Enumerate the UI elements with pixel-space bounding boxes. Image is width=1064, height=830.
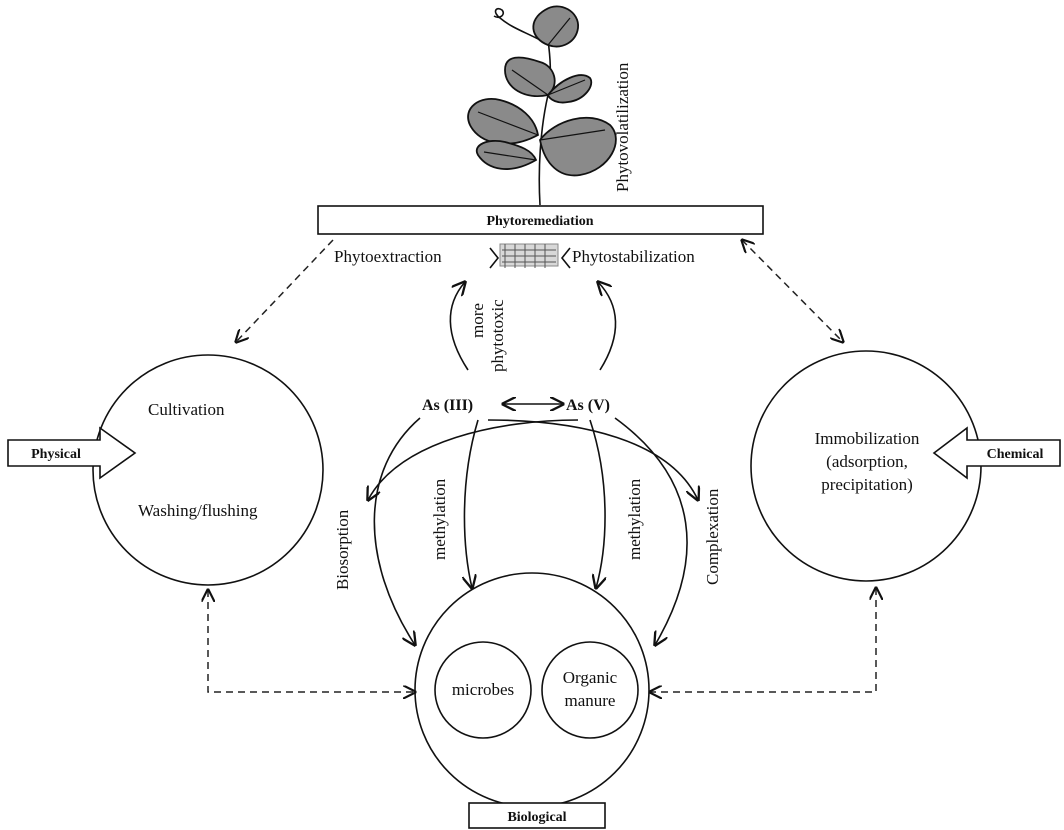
physical-arrow-label: Physical [31,447,81,462]
washing-flushing-label: Washing/flushing [138,501,258,520]
complexation-label: Complexation [703,488,722,585]
microbes-circle [434,641,532,739]
plant-illustration [467,5,617,268]
as5-label: As (V) [566,397,610,414]
chemical-arrow [932,426,1061,480]
phytoremediation-bar [317,205,764,235]
chemical-line3: precipitation) [821,475,913,494]
organic-line2: manure [565,691,616,710]
organic-line1: Organic [563,668,618,687]
dashed-phyto-to-physical [236,239,334,342]
arrow-as5-to-phytostabilization [598,282,617,371]
arc-as5-to-biosorption [368,419,579,500]
arrow-methylation-left [464,419,479,588]
more-phytotoxic-line1: more [468,303,487,338]
dashed-phyto-to-chemical [742,240,843,342]
methylation-left-label: methylation [430,478,449,560]
phytovolatilization-label: Phytovolatilization [613,62,632,192]
phytoextraction-label: Phytoextraction [334,247,442,266]
biological-label-box [468,802,606,829]
physical-circle [92,354,324,586]
arrow-biosorption [373,417,421,645]
chemical-arrow-label: Chemical [987,447,1044,462]
arrow-methylation-right [589,419,605,588]
physical-arrow [7,426,137,480]
biological-label: Biological [507,810,566,825]
cultivation-label: Cultivation [148,400,225,419]
phytoremediation-title: Phytoremediation [486,214,593,229]
biological-circle [414,572,650,808]
chemical-line1: Immobilization [815,429,920,448]
microbes-label: microbes [452,680,514,699]
chemical-line2: (adsorption, [826,452,908,471]
more-phytotoxic-line2: phytotoxic [488,299,507,372]
dashed-chemical-to-biological [650,588,876,692]
organic-manure-circle [541,641,639,739]
dashed-physical-to-biological [208,590,415,692]
phytostabilization-label: Phytostabilization [572,247,695,266]
as3-label: As (III) [422,397,473,414]
methylation-right-label: methylation [625,478,644,560]
arc-as3-to-complexation [487,419,698,500]
biosorption-label: Biosorption [333,509,352,590]
arrow-as3-to-phytoextraction [449,282,469,371]
